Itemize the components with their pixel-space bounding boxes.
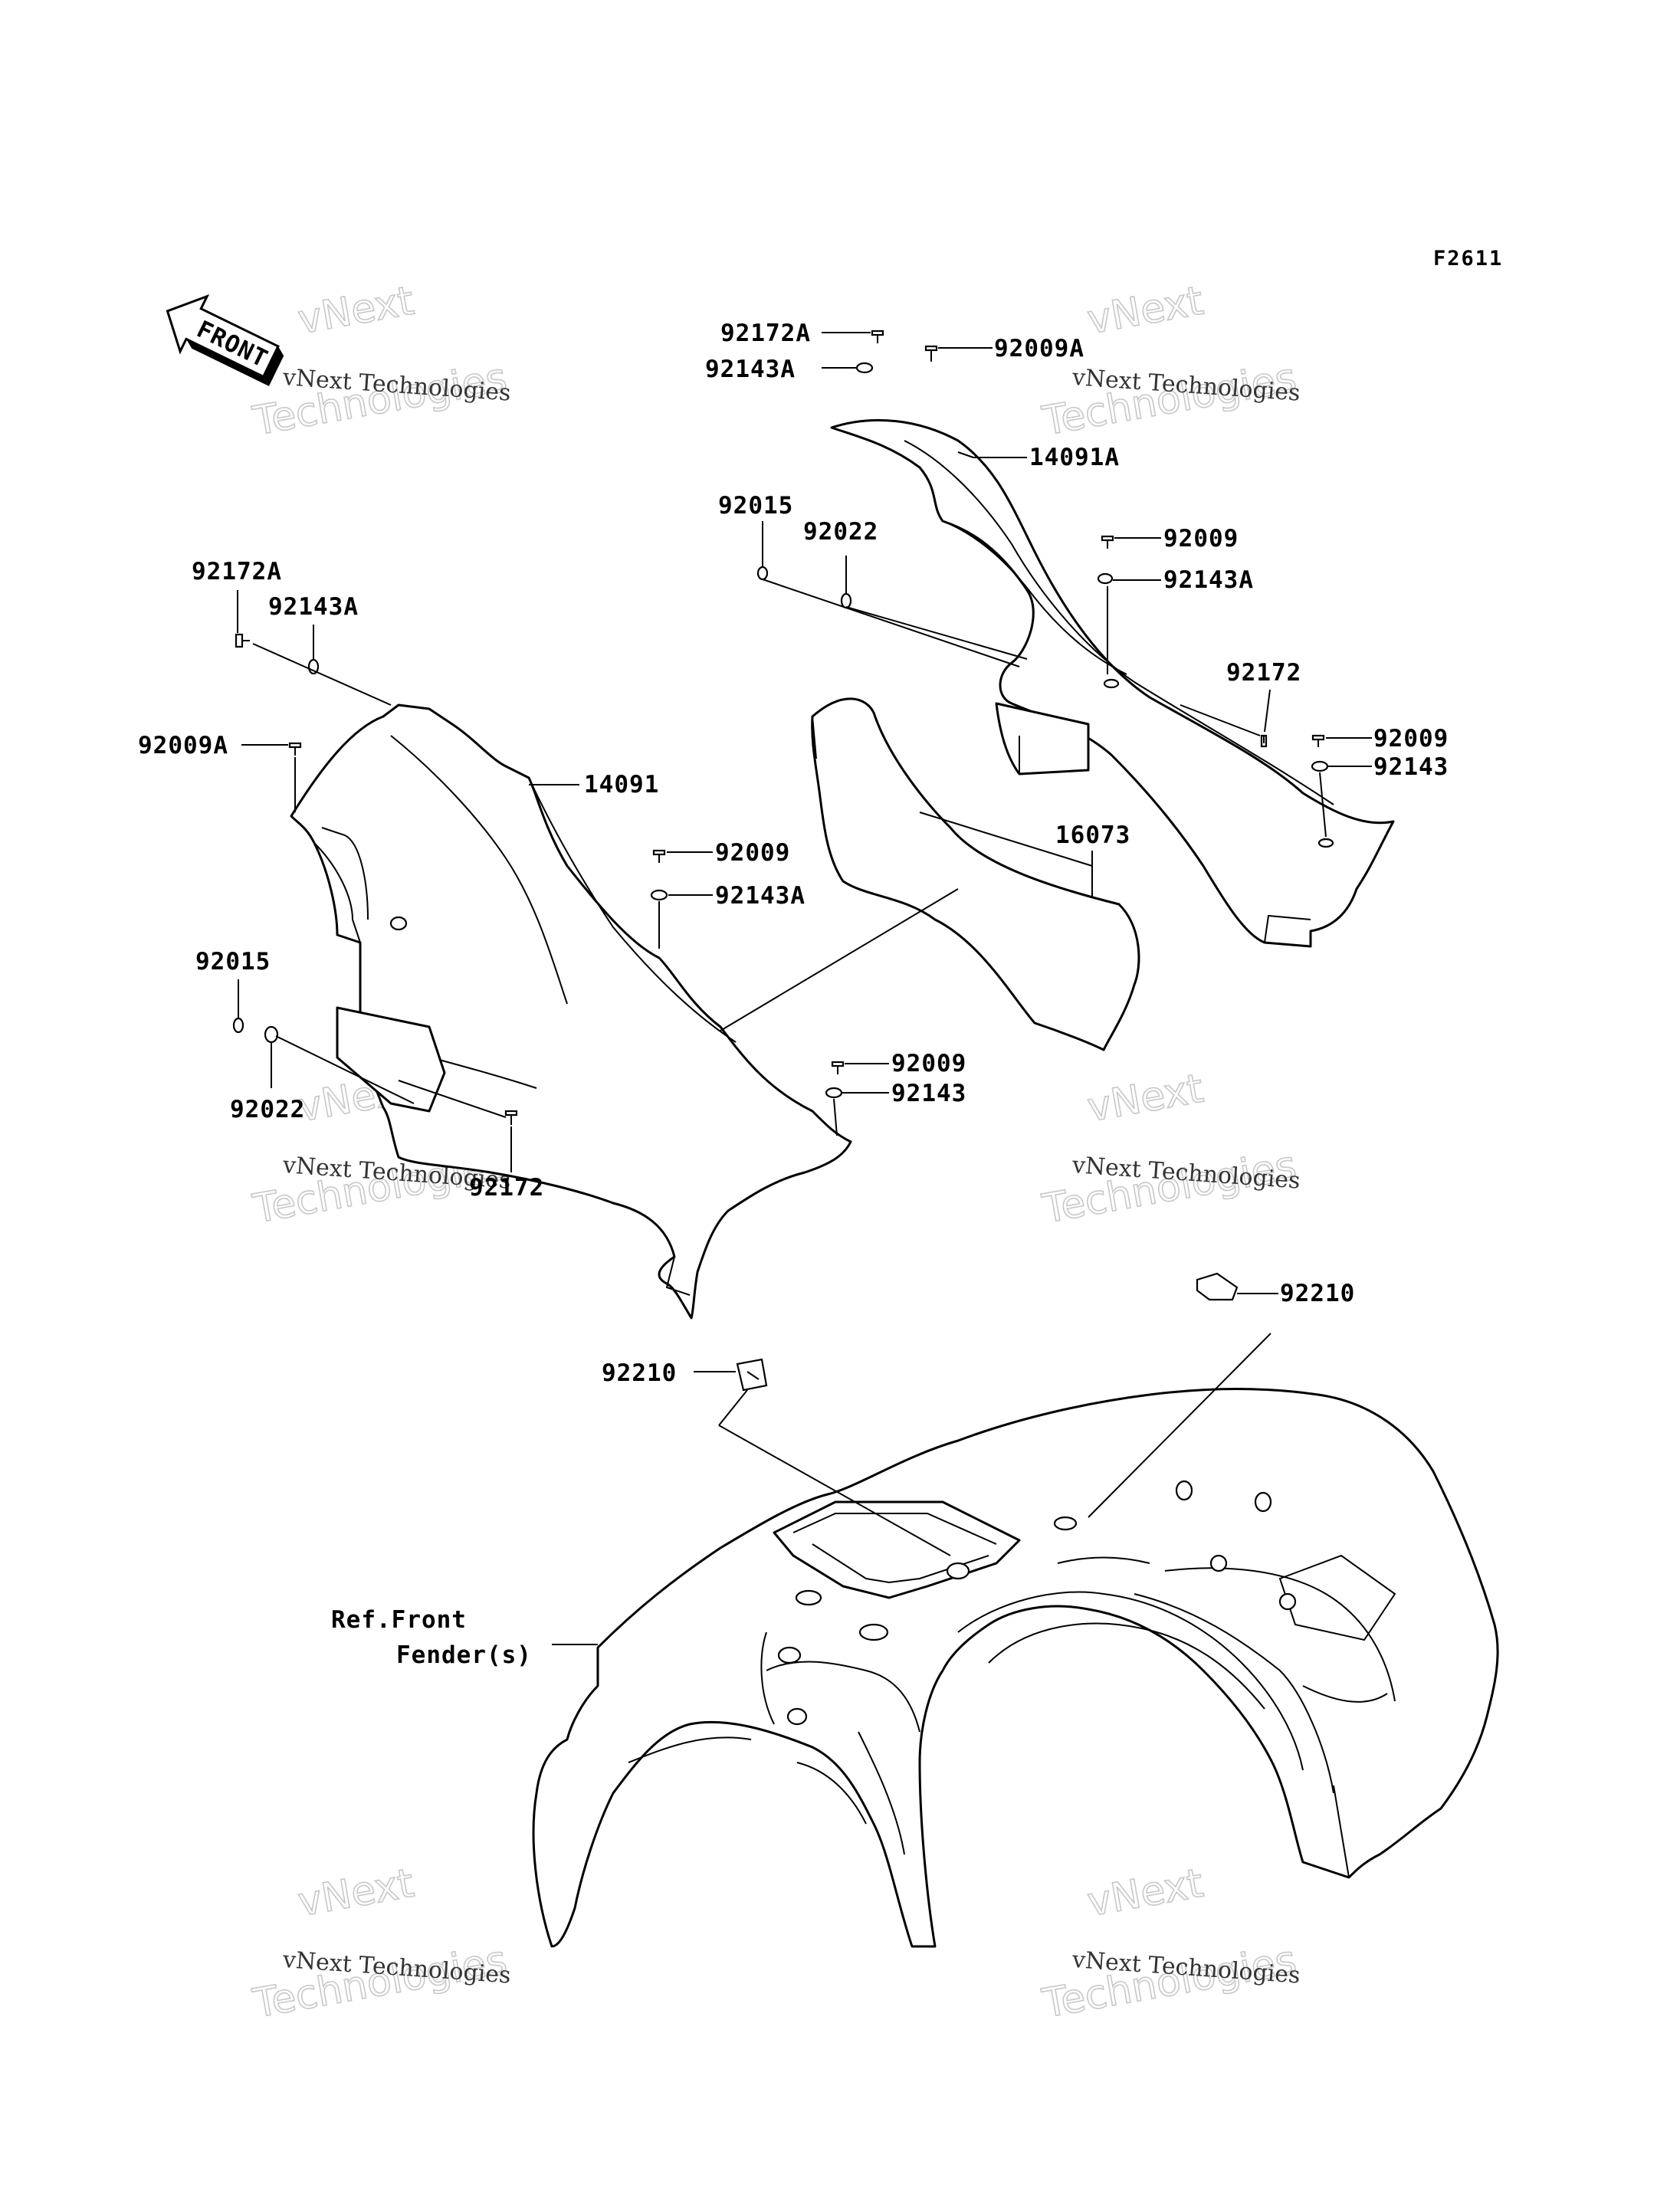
ref-label-line2: Fender(s) <box>396 1641 532 1669</box>
callout-label: 92015 <box>195 948 271 976</box>
callout-labels: 92172A 92143A 92009A 14091A 92015 92022 … <box>138 320 1449 1669</box>
diagram-code: F2611 <box>1433 247 1503 271</box>
nut-clip-icon <box>736 1358 768 1392</box>
screw-icon <box>924 345 938 362</box>
callout-label: 92172A <box>192 558 282 585</box>
front-arrow-icon: FRONT <box>166 293 284 386</box>
callout-label: 92022 <box>803 518 878 546</box>
svg-text:vNext: vNext <box>1084 1066 1206 1131</box>
callout-label: 92009 <box>1163 525 1239 553</box>
washer-icon <box>825 1087 843 1099</box>
screw-icon <box>831 1061 845 1074</box>
screw-icon <box>235 633 250 648</box>
callout-label: 92172 <box>1226 659 1301 687</box>
screw-icon <box>504 1110 518 1125</box>
screw-icon <box>652 849 666 863</box>
screw-icon <box>1260 734 1268 748</box>
ref-label-line1: Ref.Front <box>331 1606 467 1634</box>
clip-icon <box>756 566 769 581</box>
washer-icon <box>650 889 668 901</box>
part-14091-cover <box>290 703 852 1320</box>
washer-icon <box>1097 572 1114 585</box>
screw-icon <box>871 330 884 343</box>
callout-label: 92143A <box>715 882 806 910</box>
callout-label: 14091A <box>1029 444 1120 471</box>
washer-icon <box>840 592 852 609</box>
callout-label: 92172A <box>720 320 811 347</box>
callout-label: 92009 <box>1373 725 1449 753</box>
svg-text:vNext: vNext <box>1084 278 1206 343</box>
callout-label: 92015 <box>718 492 793 520</box>
callout-label: 92172 <box>469 1174 544 1202</box>
washer-icon <box>264 1025 279 1044</box>
svg-text:vNext: vNext <box>294 278 417 343</box>
ref-front-fender <box>532 1388 1499 1948</box>
screw-icon <box>1101 535 1114 549</box>
clip-icon <box>232 1017 244 1034</box>
svg-text:vNext: vNext <box>294 1861 417 1926</box>
callout-label: 92143A <box>1163 566 1254 594</box>
part-16073-panel <box>811 697 1140 1051</box>
callout-label: 92009 <box>715 839 790 867</box>
callout-label: 92143A <box>268 593 359 621</box>
washer-icon <box>855 362 874 374</box>
callout-label: 92009A <box>138 732 228 759</box>
callout-label: 92009 <box>891 1050 966 1077</box>
leader-lines <box>237 332 1372 1645</box>
callout-label: 92143 <box>1373 753 1449 781</box>
callout-label: 92143A <box>705 356 796 383</box>
callout-label: 92022 <box>230 1096 305 1123</box>
part-14091a-cover <box>830 418 1395 948</box>
callout-label: 92210 <box>602 1359 677 1387</box>
hardware-fasteners <box>232 330 1329 1392</box>
callout-label: 14091 <box>584 771 659 798</box>
callout-label: 92210 <box>1280 1280 1355 1307</box>
svg-text:vNext: vNext <box>1084 1861 1206 1926</box>
callout-label: 16073 <box>1055 821 1130 849</box>
callout-label: 92009A <box>994 335 1084 362</box>
callout-label: 92143 <box>891 1080 966 1107</box>
nut-clip-icon <box>1196 1272 1239 1301</box>
screw-icon <box>288 742 302 756</box>
screw-icon <box>1311 734 1325 747</box>
washer-icon <box>1311 760 1329 772</box>
